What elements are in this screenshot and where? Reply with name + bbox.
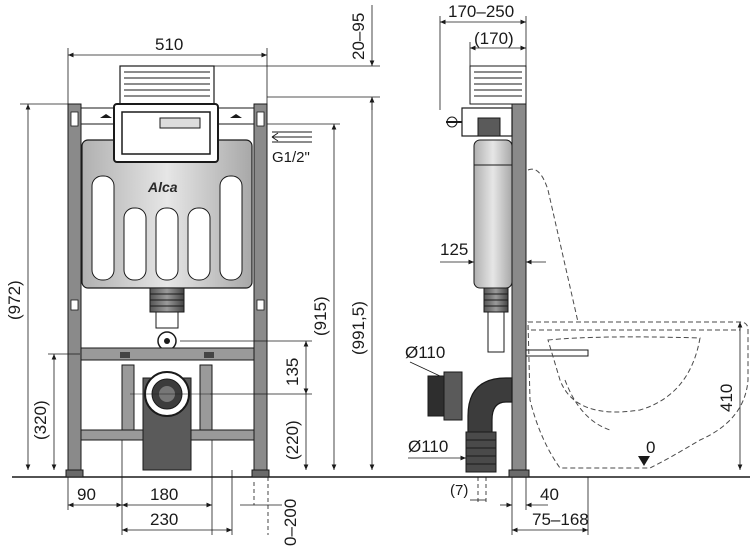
front-view: Alca G1/2" [65,65,312,478]
side-upright [511,103,527,473]
frame-holes [70,111,265,311]
drain-height-label: 135 [283,358,302,386]
outlet-diameter-label: Ø110 [408,437,448,456]
foot-left-label: 90 [77,485,96,504]
mid-height-label: (915) [311,296,330,336]
depth-range-label: 170–250 [448,2,514,21]
feet-outer-label: 230 [150,510,178,529]
wall-offset-label: 75–168 [532,510,589,529]
toilet-bowl-outline [527,168,749,469]
floor-adjust-label: 0–200 [281,499,300,546]
thread-label: G1/2" [272,149,310,166]
lower-bracket-left [121,364,135,434]
brand-logo: Alca [147,179,178,195]
side-cistern [473,139,513,289]
gap-label: (7) [450,482,468,499]
tank-depth-label: 125 [440,240,468,259]
width-label: 510 [155,35,183,54]
side-dimensions [408,16,743,535]
frame-left-upright [67,103,82,473]
valve-neck [155,311,179,329]
flush-valve-icon [159,117,201,129]
foot-depth-label: 40 [540,485,559,504]
depth-label: (170) [474,29,514,48]
foot-left [65,469,84,478]
side-view [427,65,749,478]
zero-label: 0 [646,438,655,457]
bowl-height-label: 410 [717,384,736,412]
inlet-diameter-label: Ø110 [405,343,445,362]
cistern-ribs [91,175,243,281]
front-dimensions [20,5,380,535]
valve-ribs [150,293,184,307]
mounting-crossbar [80,347,255,361]
flush-pipe [525,349,589,357]
frame-right-upright [253,103,268,473]
foot-right [251,469,270,478]
feet-spacing-label: 180 [150,485,178,504]
zero-marker [638,456,650,466]
lower-height-label: (320) [31,400,50,440]
top-offset-label: 20–95 [349,13,368,60]
frame-height-label: (972) [5,280,24,320]
lower-bracket-right [199,364,213,434]
seat-lid [527,321,741,331]
drain-lower-label: (220) [283,420,302,460]
grille-lines [124,71,210,97]
total-height-label: (991,5) [349,301,368,355]
water-inlet-arrows [271,131,312,143]
